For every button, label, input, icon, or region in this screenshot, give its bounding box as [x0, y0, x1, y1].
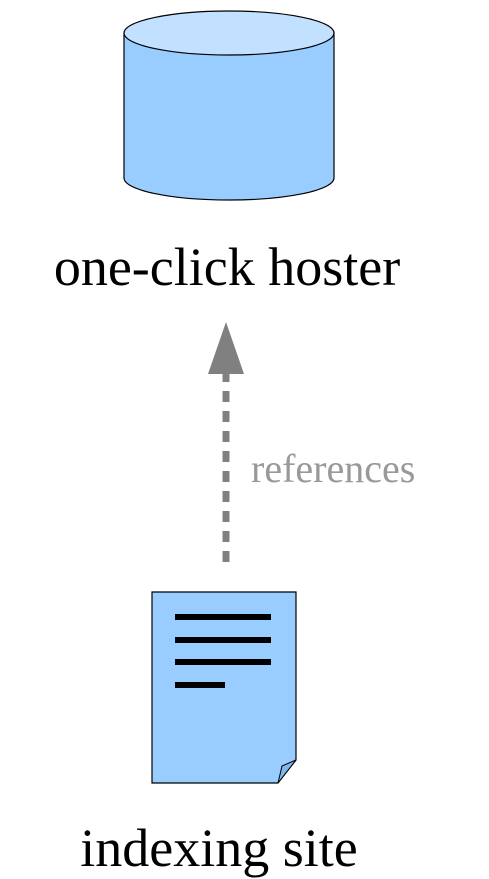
database-icon: [123, 10, 335, 201]
document-lines: [175, 614, 271, 688]
references-arrow: [208, 322, 244, 562]
indexing-site-label: indexing site: [80, 818, 357, 878]
document-icon: [151, 591, 297, 784]
hoster-label: one-click hoster: [54, 237, 400, 297]
references-label: references: [251, 446, 415, 491]
